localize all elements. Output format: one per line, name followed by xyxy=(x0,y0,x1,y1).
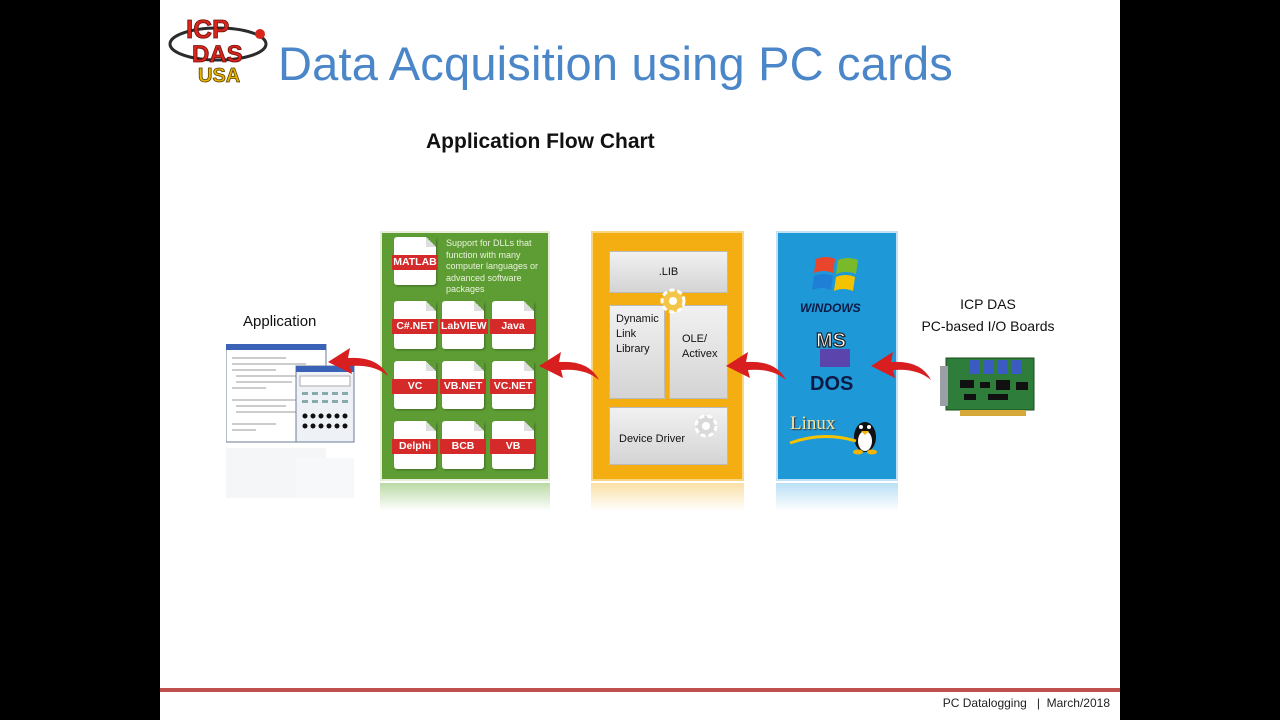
libraries-panel: .LIB Dynamic Link Library OLE/ Activex D… xyxy=(591,231,744,481)
ole-label-line-1: OLE/ xyxy=(682,333,708,345)
ole-label-line-2: Activex xyxy=(682,348,718,360)
labview-doc-icon: LabVIEW xyxy=(440,301,488,349)
vbnet-tag: VB.NET xyxy=(440,379,486,394)
linux-label: Linux xyxy=(790,413,836,434)
csharp-tag: C#.NET xyxy=(392,319,438,334)
vcnet-doc-icon: VC.NET xyxy=(490,361,536,409)
dll-box: Dynamic Link Library xyxy=(609,305,665,399)
application-label: Application xyxy=(243,313,317,330)
os-panel: WINDOWS MS DOS Linux xyxy=(776,231,898,481)
application-reflection xyxy=(226,448,354,498)
flow-chart-heading: Application Flow Chart xyxy=(426,130,655,153)
io-board-icon xyxy=(940,357,1035,416)
dll-label-line-2: Link xyxy=(616,328,637,340)
windows-label: WINDOWS xyxy=(800,301,861,315)
vc-tag: VC xyxy=(392,379,438,394)
delphi-tag: Delphi xyxy=(392,439,438,454)
vb-doc-icon: VB xyxy=(490,421,536,469)
vcnet-tag: VC.NET xyxy=(490,379,536,394)
arrow-left-icon xyxy=(539,352,599,380)
dll-support-note: Support for DLLs that function with many… xyxy=(446,238,539,294)
ms-dos-logo-icon: MS xyxy=(815,329,850,367)
ole-activex-box: OLE/ Activex xyxy=(669,305,728,399)
tux-penguin-icon xyxy=(853,422,877,455)
delphi-doc-icon: Delphi xyxy=(392,421,438,469)
os-panel-reflection xyxy=(776,483,898,511)
windows-logo-icon xyxy=(812,257,858,291)
matlab-tag: MATLAB xyxy=(392,255,438,270)
gear-icon xyxy=(660,288,686,314)
linux-swoosh xyxy=(789,434,857,445)
slide-title: Data Acquisition using PC cards xyxy=(278,37,953,90)
slide: ICP DAS USA Data Acquisition using PC ca… xyxy=(160,0,1120,720)
logo-text-icp: ICP xyxy=(186,14,229,44)
csharp-doc-icon: C#.NET xyxy=(392,301,438,349)
arrow-left-icon xyxy=(328,348,388,376)
gear-icon-small xyxy=(694,414,718,438)
boards-label-line-2: PC-based I/O Boards xyxy=(921,318,1055,334)
ms-logo-text: MS xyxy=(816,330,846,352)
lib-box: .LIB xyxy=(609,251,728,293)
footer-date: March/2018 xyxy=(1046,696,1110,710)
bcb-tag: BCB xyxy=(440,439,486,454)
matlab-doc-icon: MATLAB xyxy=(392,237,438,285)
boards-label-line-1: ICP DAS xyxy=(960,296,1016,312)
device-driver-label: Device Driver xyxy=(619,433,686,445)
java-tag: Java xyxy=(490,319,536,334)
logo-text-das: DAS xyxy=(192,41,243,68)
arrow-left-icon xyxy=(726,352,786,380)
arrow-left-icon xyxy=(871,352,931,380)
languages-panel: Support for DLLs that function with many… xyxy=(380,231,550,481)
boards-label: ICP DAS PC-based I/O Boards xyxy=(908,293,1068,337)
lib-label: .LIB xyxy=(658,266,679,278)
libraries-panel-reflection xyxy=(591,483,744,511)
dos-label: DOS xyxy=(810,373,854,395)
footer-separator: | xyxy=(1036,696,1040,710)
footer: PC Datalogging | March/2018 xyxy=(160,696,1110,710)
footer-divider xyxy=(160,688,1120,692)
footer-title: PC Datalogging xyxy=(942,696,1027,710)
labview-tag: LabVIEW xyxy=(440,319,488,334)
dll-label-line-3: Library xyxy=(616,343,650,355)
icp-das-logo: ICP DAS USA xyxy=(168,6,268,86)
application-screenshot-icon xyxy=(226,344,355,443)
vbnet-doc-icon: VB.NET xyxy=(440,361,486,409)
languages-panel-reflection xyxy=(380,483,550,511)
bcb-doc-icon: BCB xyxy=(440,421,486,469)
logo-text-usa: USA xyxy=(198,65,240,86)
java-doc-icon: Java xyxy=(490,301,536,349)
dll-label-line-1: Dynamic xyxy=(616,313,659,325)
vb-tag: VB xyxy=(490,439,536,454)
vc-doc-icon: VC xyxy=(392,361,438,409)
